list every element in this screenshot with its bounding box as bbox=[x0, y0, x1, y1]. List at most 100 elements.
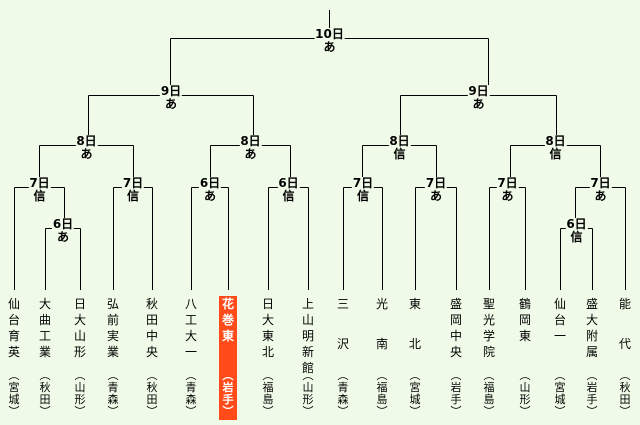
team-name: 日大東北 bbox=[261, 297, 274, 359]
match-label-qf2: 8日あ bbox=[239, 134, 262, 161]
match-venue: あ bbox=[164, 97, 178, 111]
match-date: 8日 bbox=[545, 134, 566, 148]
team-entry: 盛大附属︵岩手︶ bbox=[583, 296, 601, 418]
team-prefecture: ︵山形︶ bbox=[74, 369, 86, 418]
team-prefecture: ︵岩手︶ bbox=[222, 369, 234, 418]
team-name: 聖光学院 bbox=[482, 297, 495, 359]
team-entry: 盛岡中央 ︵岩手︶ bbox=[447, 296, 465, 418]
team-name: 東北 bbox=[408, 297, 421, 351]
match-label-pre-right: 6日信 bbox=[565, 217, 588, 244]
team-entry: 上山明新館︵山形︶ bbox=[299, 296, 317, 418]
team-name: 鶴岡東 bbox=[518, 297, 531, 343]
team-prefecture: ︵宮城︶ bbox=[8, 369, 20, 418]
team-prefecture: ︵青森︶ bbox=[337, 369, 349, 418]
team-prefecture: ︵秋田︶ bbox=[619, 369, 631, 418]
match-date: 7日 bbox=[122, 176, 144, 190]
team-entry: 仙台育英 ︵宮城︶ bbox=[5, 296, 23, 418]
team-name: 上山明新館 bbox=[301, 297, 314, 375]
team-name: 大曲工業 bbox=[38, 297, 51, 359]
team-entry: 八工大一︵青森︶ bbox=[182, 296, 200, 418]
team-name: 盛大附属 bbox=[585, 297, 598, 359]
team-prefecture: ︵青森︶ bbox=[107, 369, 119, 418]
match-date: 9日 bbox=[160, 84, 182, 98]
team-entry: 能代 ︵秋田︶ bbox=[616, 296, 634, 418]
team-entry: 秋田中央︵秋田︶ bbox=[143, 296, 161, 418]
match-venue: 信 bbox=[33, 189, 46, 203]
team-prefecture: ︵福島︶ bbox=[262, 369, 274, 418]
match-date: 7日 bbox=[425, 176, 447, 190]
team-entry: 仙台一 ︵宮城︶ bbox=[551, 296, 569, 418]
team-prefecture: ︵岩手︶ bbox=[450, 369, 462, 418]
team-name: 三沢 bbox=[336, 297, 349, 351]
match-label-r3: 6日あ bbox=[198, 176, 222, 203]
match-venue: あ bbox=[323, 40, 336, 54]
match-venue: 信 bbox=[282, 189, 295, 203]
match-venue: 信 bbox=[126, 189, 140, 203]
match-date: 10日 bbox=[315, 27, 344, 41]
team-name: 仙台一 bbox=[553, 297, 566, 343]
team-prefecture: ︵山形︶ bbox=[302, 369, 314, 418]
team-name: 光南 bbox=[375, 297, 388, 351]
match-label-pre-left: 6日あ bbox=[51, 217, 75, 244]
match-label-r5: 7日信 bbox=[351, 176, 375, 203]
match-label-qf4: 8日信 bbox=[544, 134, 567, 161]
match-label-r1: 7日信 bbox=[28, 176, 51, 203]
match-label-r8: 7日あ bbox=[589, 176, 612, 203]
team-name: 八工大一 bbox=[184, 297, 197, 359]
match-venue: 信 bbox=[356, 189, 370, 203]
match-venue: あ bbox=[501, 189, 514, 203]
match-date: 7日 bbox=[352, 176, 374, 190]
team-prefecture: ︵宮城︶ bbox=[554, 369, 566, 418]
match-venue: あ bbox=[429, 189, 443, 203]
match-label-r4: 6日信 bbox=[277, 176, 300, 203]
match-label-sf-right: 9日あ bbox=[467, 85, 490, 111]
match-label-qf3: 8日信 bbox=[388, 134, 411, 161]
team-entry: 花巻東 ︵岩手︶ bbox=[219, 296, 237, 420]
match-label-r7: 7日あ bbox=[496, 176, 519, 203]
match-date: 7日 bbox=[29, 176, 50, 190]
match-date: 6日 bbox=[52, 217, 74, 231]
team-entry: 聖光学院 ︵福島︶ bbox=[480, 296, 498, 418]
team-name: 花巻東 bbox=[221, 297, 234, 343]
match-date: 6日 bbox=[566, 217, 587, 231]
team-prefecture: ︵福島︶ bbox=[483, 369, 495, 418]
match-date: 6日 bbox=[199, 176, 221, 190]
team-prefecture: ︵宮城︶ bbox=[409, 369, 421, 418]
match-date: 8日 bbox=[389, 134, 410, 148]
team-prefecture: ︵山形︶ bbox=[519, 369, 531, 418]
team-name: 日大山形 bbox=[73, 297, 86, 359]
match-venue: あ bbox=[244, 147, 257, 161]
team-entry: 大曲工業 ︵秋田︶ bbox=[36, 296, 54, 418]
team-name: 仙台育英 bbox=[7, 297, 20, 359]
team-name: 能代 bbox=[618, 297, 631, 351]
match-venue: 信 bbox=[570, 230, 583, 244]
match-venue: あ bbox=[594, 189, 607, 203]
team-name: 弘前実業 bbox=[106, 297, 119, 359]
match-date: 8日 bbox=[240, 134, 261, 148]
team-name: 盛岡中央 bbox=[449, 297, 462, 359]
match-venue: 信 bbox=[393, 147, 406, 161]
team-entry: 日大山形 ︵山形︶ bbox=[71, 296, 89, 418]
team-entry: 光南 ︵福島︶ bbox=[373, 296, 391, 418]
match-date: 6日 bbox=[278, 176, 299, 190]
match-date: 8日 bbox=[76, 134, 97, 148]
team-prefecture: ︵福島︶ bbox=[376, 369, 388, 418]
match-label-r6: 7日あ bbox=[424, 176, 448, 203]
match-venue: あ bbox=[203, 189, 217, 203]
team-prefecture: ︵秋田︶ bbox=[39, 369, 51, 418]
team-name: 秋田中央 bbox=[145, 297, 158, 359]
match-venue: 信 bbox=[549, 147, 562, 161]
match-label-final: 10日あ bbox=[314, 28, 345, 54]
match-venue: あ bbox=[56, 230, 70, 244]
team-entry: 弘前実業 ︵青森︶ bbox=[104, 296, 122, 418]
team-entry: 鶴岡東 ︵山形︶ bbox=[516, 296, 534, 418]
match-date: 7日 bbox=[497, 176, 518, 190]
team-entry: 東北 ︵宮城︶ bbox=[406, 296, 424, 418]
match-label-qf1: 8日あ bbox=[75, 134, 98, 161]
match-venue: あ bbox=[472, 97, 485, 111]
match-label-sf-left: 9日あ bbox=[159, 84, 183, 111]
match-venue: あ bbox=[80, 147, 93, 161]
match-date: 7日 bbox=[590, 176, 611, 190]
